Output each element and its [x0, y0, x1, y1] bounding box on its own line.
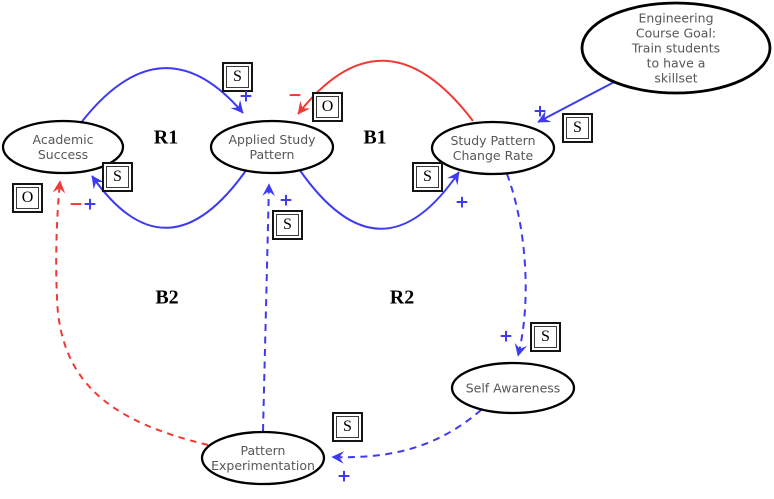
plus-sign-academic-applied: +	[238, 86, 254, 107]
polarity-box-s-applied-rate: S	[412, 162, 443, 192]
minus-sign-experimentation-academic: −	[68, 194, 84, 215]
polarity-box-s-goal-rate: S	[562, 113, 593, 143]
polarity-box-s-selfawareness-experimentation: S	[332, 412, 363, 442]
polarity-box-s-applied-academic: S	[102, 162, 133, 192]
loop-label-b1: B1	[363, 126, 387, 149]
polarity-box-o-experimentation-academic: O	[12, 183, 43, 213]
node-study-pattern-change-rate	[430, 120, 556, 176]
node-academic-success	[1, 119, 125, 175]
node-applied-study-pattern	[209, 119, 335, 175]
plus-sign-experimentation-applied: +	[278, 190, 294, 211]
plus-sign-applied-rate: +	[454, 192, 470, 213]
link-experimentation-to-applied	[262, 183, 276, 432]
node-pattern-experimentation	[200, 430, 326, 486]
link-rate-to-applied-negative	[297, 59, 474, 122]
link-applied-to-rate	[298, 168, 460, 230]
loop-label-r1: R1	[153, 126, 179, 149]
link-experimentation-to-academic-negative	[52, 180, 209, 446]
plus-sign-applied-academic: +	[82, 194, 98, 215]
loop-label-b2: B2	[155, 286, 179, 309]
link-applied-to-academic	[91, 168, 248, 229]
polarity-box-s-experimentation-applied: S	[272, 210, 303, 240]
polarity-box-o-rate-applied: O	[312, 92, 343, 122]
link-goal-to-rate	[537, 79, 619, 123]
link-rate-to-selfawareness	[506, 173, 527, 357]
polarity-box-s-rate-selfawareness: S	[530, 322, 561, 352]
plus-sign-goal-rate: +	[532, 101, 548, 122]
node-engineering-course-goal	[580, 1, 772, 95]
link-academic-to-applied	[79, 67, 244, 125]
minus-sign-rate-applied: −	[287, 85, 303, 106]
plus-sign-rate-selfawareness: +	[498, 326, 514, 347]
plus-sign-selfawareness-experimentation: +	[336, 466, 352, 487]
node-self-awareness	[450, 361, 576, 415]
link-selfawareness-to-experimentation	[331, 409, 482, 464]
polarity-box-s-academic-applied: S	[222, 62, 253, 92]
loop-label-r2: R2	[389, 286, 415, 309]
